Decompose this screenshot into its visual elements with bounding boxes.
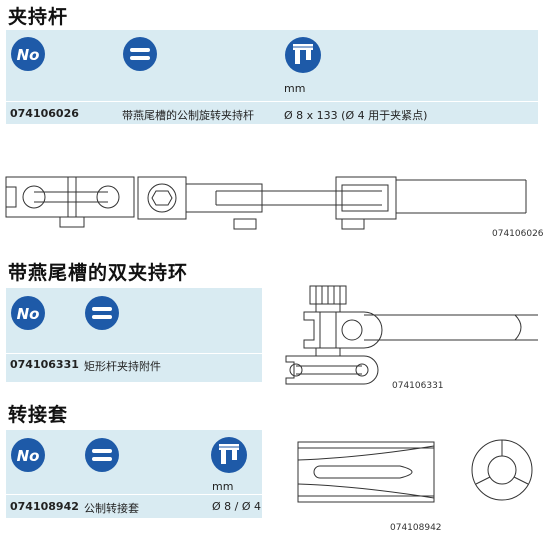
spec-table-double-ring [6, 288, 262, 382]
no-icon: No [11, 37, 45, 71]
adapter-sleeve-drawing: 074108942 [297, 439, 533, 533]
clamping-rod-drawing: 074106026 [5, 176, 544, 239]
drawing-label: 074106331 [392, 381, 444, 391]
spec-table-clamping-rod [6, 30, 538, 124]
caliper-icon [285, 37, 321, 73]
part-number: 074106026 [10, 107, 79, 120]
svg-text:No: No [17, 305, 40, 323]
section-title-adapter-sleeve: 转接套 [8, 404, 69, 426]
part-dimensions: Ø 8 / Ø 4 [212, 500, 262, 513]
part-description: 公制转接套 [84, 502, 139, 515]
no-icon: No [11, 296, 45, 330]
no-icon: No [11, 438, 45, 472]
svg-text:No: No [17, 447, 40, 465]
part-number: 074108942 [10, 500, 79, 513]
part-description: 带燕尾槽的公制旋转夹持杆 [122, 109, 254, 122]
equals-icon [85, 438, 119, 472]
caliper-icon [211, 437, 247, 473]
drawing-label: 074106026 [492, 229, 544, 239]
drawing-label: 074108942 [390, 523, 442, 533]
part-number: 074106331 [10, 358, 79, 371]
section-title-double-ring: 带燕尾槽的双夹持环 [8, 262, 189, 284]
equals-icon [85, 296, 119, 330]
unit-label: mm [212, 480, 234, 493]
part-description: 矩形杆夹持附件 [84, 360, 161, 373]
section-title-clamping-rod: 夹持杆 [8, 6, 69, 28]
svg-text:No: No [17, 46, 40, 64]
double-ring-drawing: 074106331 [285, 285, 538, 391]
part-dimensions: Ø 8 x 133 (Ø 4 用于夹紧点) [284, 109, 428, 122]
unit-label: mm [284, 82, 306, 95]
equals-icon [123, 37, 157, 71]
